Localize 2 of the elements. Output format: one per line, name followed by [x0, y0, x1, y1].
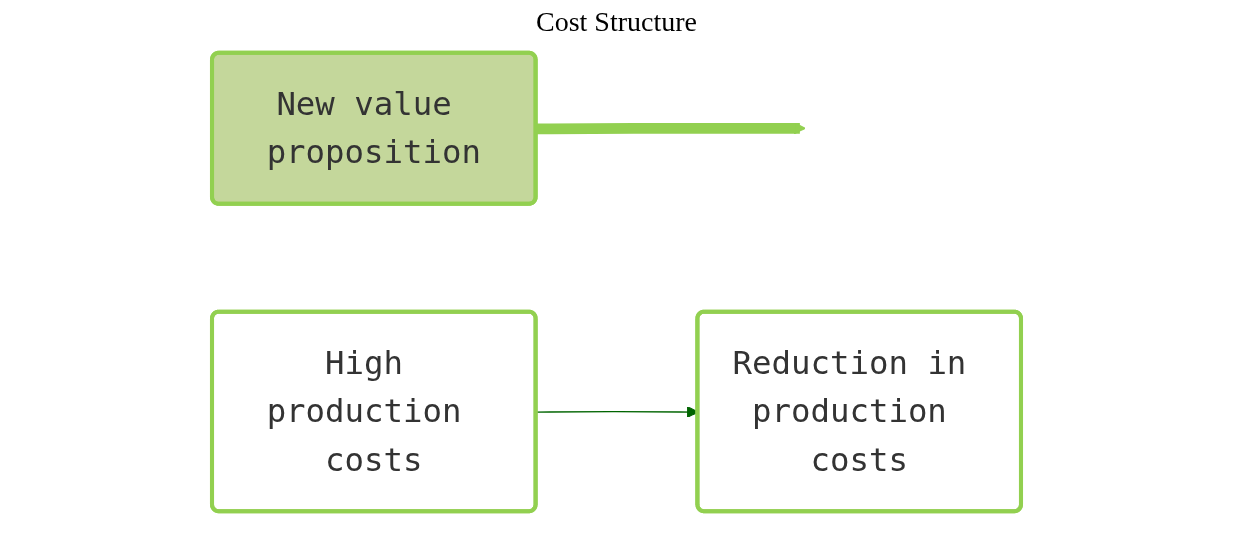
- diagram-title: Cost Structure: [535, 6, 698, 38]
- arrow: [536, 122, 806, 135]
